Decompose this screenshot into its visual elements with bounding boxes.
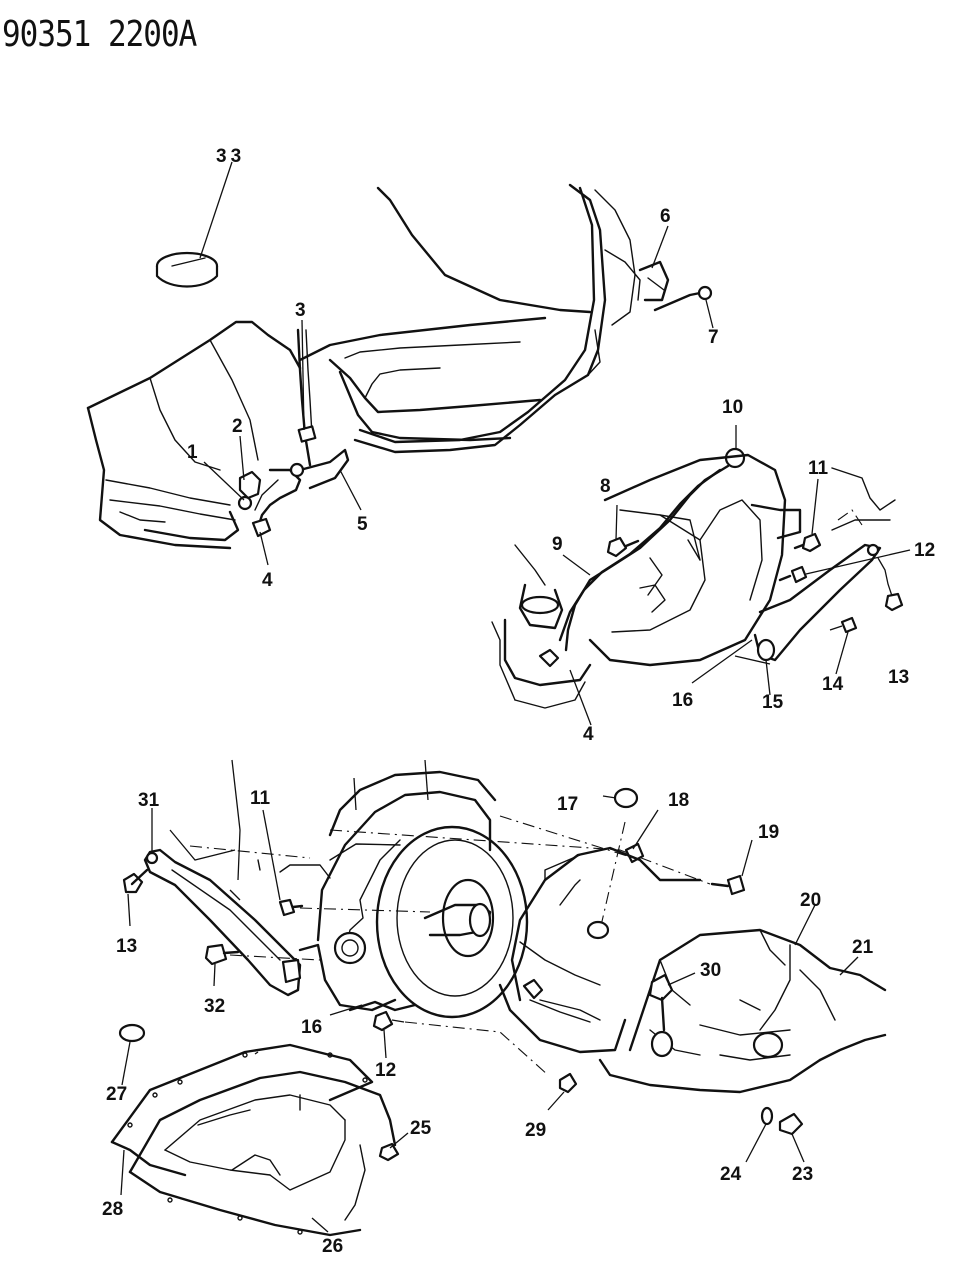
callout-2: 2 [232, 416, 243, 437]
leader-lines [120, 161, 911, 1233]
callout-4b: 4 [583, 724, 594, 745]
callout-20: 20 [800, 890, 821, 911]
callout-11: 11 [808, 458, 829, 479]
callout-12b: 12 [375, 1060, 396, 1081]
callout-14: 14 [822, 674, 844, 695]
callout-33: 33 [216, 146, 245, 167]
transmission-exploded-view [110, 759, 887, 1237]
callout-29: 29 [525, 1120, 546, 1141]
callout-32: 32 [204, 996, 225, 1017]
vehicle-body-view [86, 183, 713, 550]
callout-13b: 13 [116, 936, 137, 957]
callout-9: 9 [552, 534, 563, 555]
callout-7: 7 [708, 327, 719, 348]
callout-23: 23 [792, 1164, 813, 1185]
callout-labels: 1 2 3 4 5 6 7 8 9 10 11 12 13 14 15 16 4… [102, 146, 935, 1257]
callout-16b: 16 [301, 1017, 322, 1038]
callout-28: 28 [102, 1199, 123, 1220]
callout-30: 30 [700, 960, 721, 981]
callout-3: 3 [295, 300, 306, 321]
callout-27: 27 [106, 1084, 127, 1105]
callout-31: 31 [138, 790, 160, 811]
callout-11b: 11 [250, 788, 271, 809]
document-id: 90351 2200A [2, 14, 197, 56]
callout-5: 5 [357, 514, 368, 535]
callout-16: 16 [672, 690, 693, 711]
callout-19: 19 [758, 822, 779, 843]
callout-18: 18 [668, 790, 689, 811]
callout-8: 8 [600, 476, 611, 497]
callout-10: 10 [722, 397, 743, 418]
callout-25: 25 [410, 1118, 432, 1139]
callout-13: 13 [888, 667, 909, 688]
callout-15: 15 [762, 692, 784, 713]
callout-12: 12 [914, 540, 935, 561]
callout-6: 6 [660, 206, 671, 227]
callout-26: 26 [322, 1236, 343, 1257]
callout-1: 1 [187, 442, 198, 463]
callout-21: 21 [852, 937, 874, 958]
callout-24: 24 [720, 1164, 742, 1185]
callout-17: 17 [557, 794, 578, 815]
callout-4: 4 [262, 570, 273, 591]
dipstick-tube-view [491, 447, 904, 709]
